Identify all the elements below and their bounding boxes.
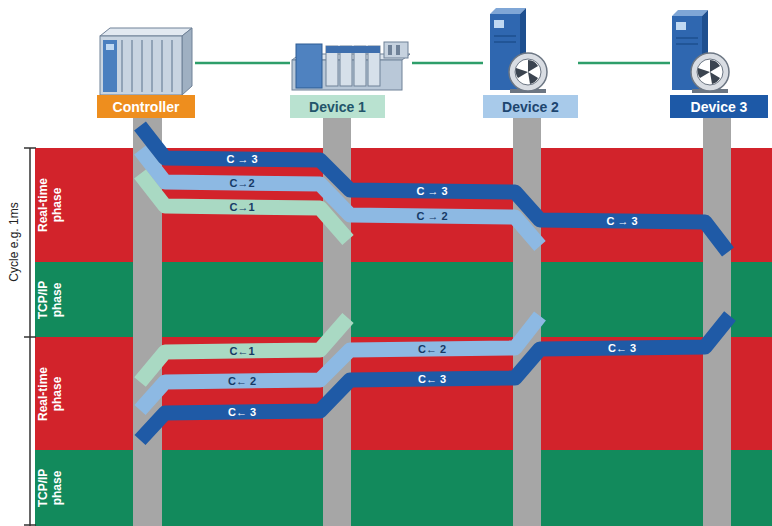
frame-label: C → 3 <box>417 185 448 198</box>
frame-label: C → 3 <box>227 153 258 166</box>
cycle-axis <box>24 524 36 526</box>
controller-icon <box>171 40 173 92</box>
cycle-axis <box>24 336 36 338</box>
io-station-icon <box>326 46 380 53</box>
frame-label: C → 2 <box>417 210 448 223</box>
frame-label: C→1 <box>230 201 255 214</box>
drive-icon <box>509 53 547 91</box>
frame-ribbon <box>140 126 730 440</box>
frame-ribbon <box>140 316 540 410</box>
io-station-icon <box>396 45 400 55</box>
io-station-icon <box>388 45 392 55</box>
network-cable <box>412 62 483 65</box>
drive-icon <box>672 10 729 93</box>
drive-icon <box>676 22 686 30</box>
cycle-axis <box>24 147 36 149</box>
drive-icon <box>516 60 538 84</box>
controller-icon <box>103 40 117 92</box>
controller-icon <box>122 40 172 92</box>
drive-icon <box>490 8 526 14</box>
controller-icon <box>131 40 133 92</box>
frame-label: C← 3 <box>608 342 636 355</box>
controller-icon <box>100 28 192 95</box>
drive-icon <box>494 41 516 43</box>
drive-icon <box>672 10 708 16</box>
network-cable <box>195 62 290 65</box>
device-label-box: Device 1 <box>290 95 385 118</box>
frame-label: C← 3 <box>228 406 256 419</box>
phase-label: Real-time phase <box>36 169 64 241</box>
frame-ribbon <box>140 126 728 252</box>
network-device: Device 3 <box>670 6 768 118</box>
io-station-icon <box>384 42 408 58</box>
network-cable <box>578 62 670 65</box>
device-name: Device 2 <box>502 99 559 115</box>
cycle-axis <box>24 148 36 526</box>
network-device: Controller <box>97 6 195 118</box>
controller-icon <box>100 28 192 36</box>
controller-icon <box>121 40 123 92</box>
drive-icon <box>697 59 723 85</box>
frame-label: C→2 <box>230 177 255 190</box>
controller-icon <box>182 28 192 95</box>
phase-label: TCP/IP phase <box>36 452 64 524</box>
controller-icon <box>106 44 114 50</box>
io-station-icon <box>292 42 410 90</box>
frame-label: C← 2 <box>228 375 256 388</box>
drive-icon <box>676 43 698 45</box>
device-name: Device 3 <box>691 99 748 115</box>
frame-label: C → 3 <box>607 215 638 228</box>
drive-icon <box>515 59 541 85</box>
drive-icon <box>490 8 547 93</box>
frame-label: C←1 <box>230 345 255 358</box>
controller-icon <box>161 40 163 92</box>
controller-icon <box>151 40 153 92</box>
drive-icon <box>494 20 504 28</box>
device-label-box: Controller <box>97 95 195 118</box>
device-label-box: Device 3 <box>670 95 768 118</box>
drive-icon <box>494 35 516 37</box>
controller-icon <box>100 36 182 95</box>
drive-icon <box>698 60 720 84</box>
drive-icon <box>676 37 698 39</box>
frame-label: C← 2 <box>418 343 446 356</box>
phase-label: Real-time phase <box>36 358 64 430</box>
device-name: Device 1 <box>309 99 366 115</box>
frame-ribbon <box>140 174 348 240</box>
device-name: Controller <box>113 99 180 115</box>
drive-icon <box>691 53 729 91</box>
device-label-box: Device 2 <box>483 95 578 118</box>
network-device: Device 2 <box>483 6 578 118</box>
io-station-icon <box>296 44 322 88</box>
controller-icon <box>141 40 143 92</box>
phase-label: TCP/IP phase <box>36 264 64 336</box>
frame-ribbon <box>140 318 348 382</box>
frame-ribbon <box>140 316 730 440</box>
network-device: Device 1 <box>290 6 412 118</box>
timeline-pillar <box>133 118 731 526</box>
cycle-label: Cycle e.g. 1ms <box>7 167 21 317</box>
frame-label: C← 3 <box>418 373 446 386</box>
